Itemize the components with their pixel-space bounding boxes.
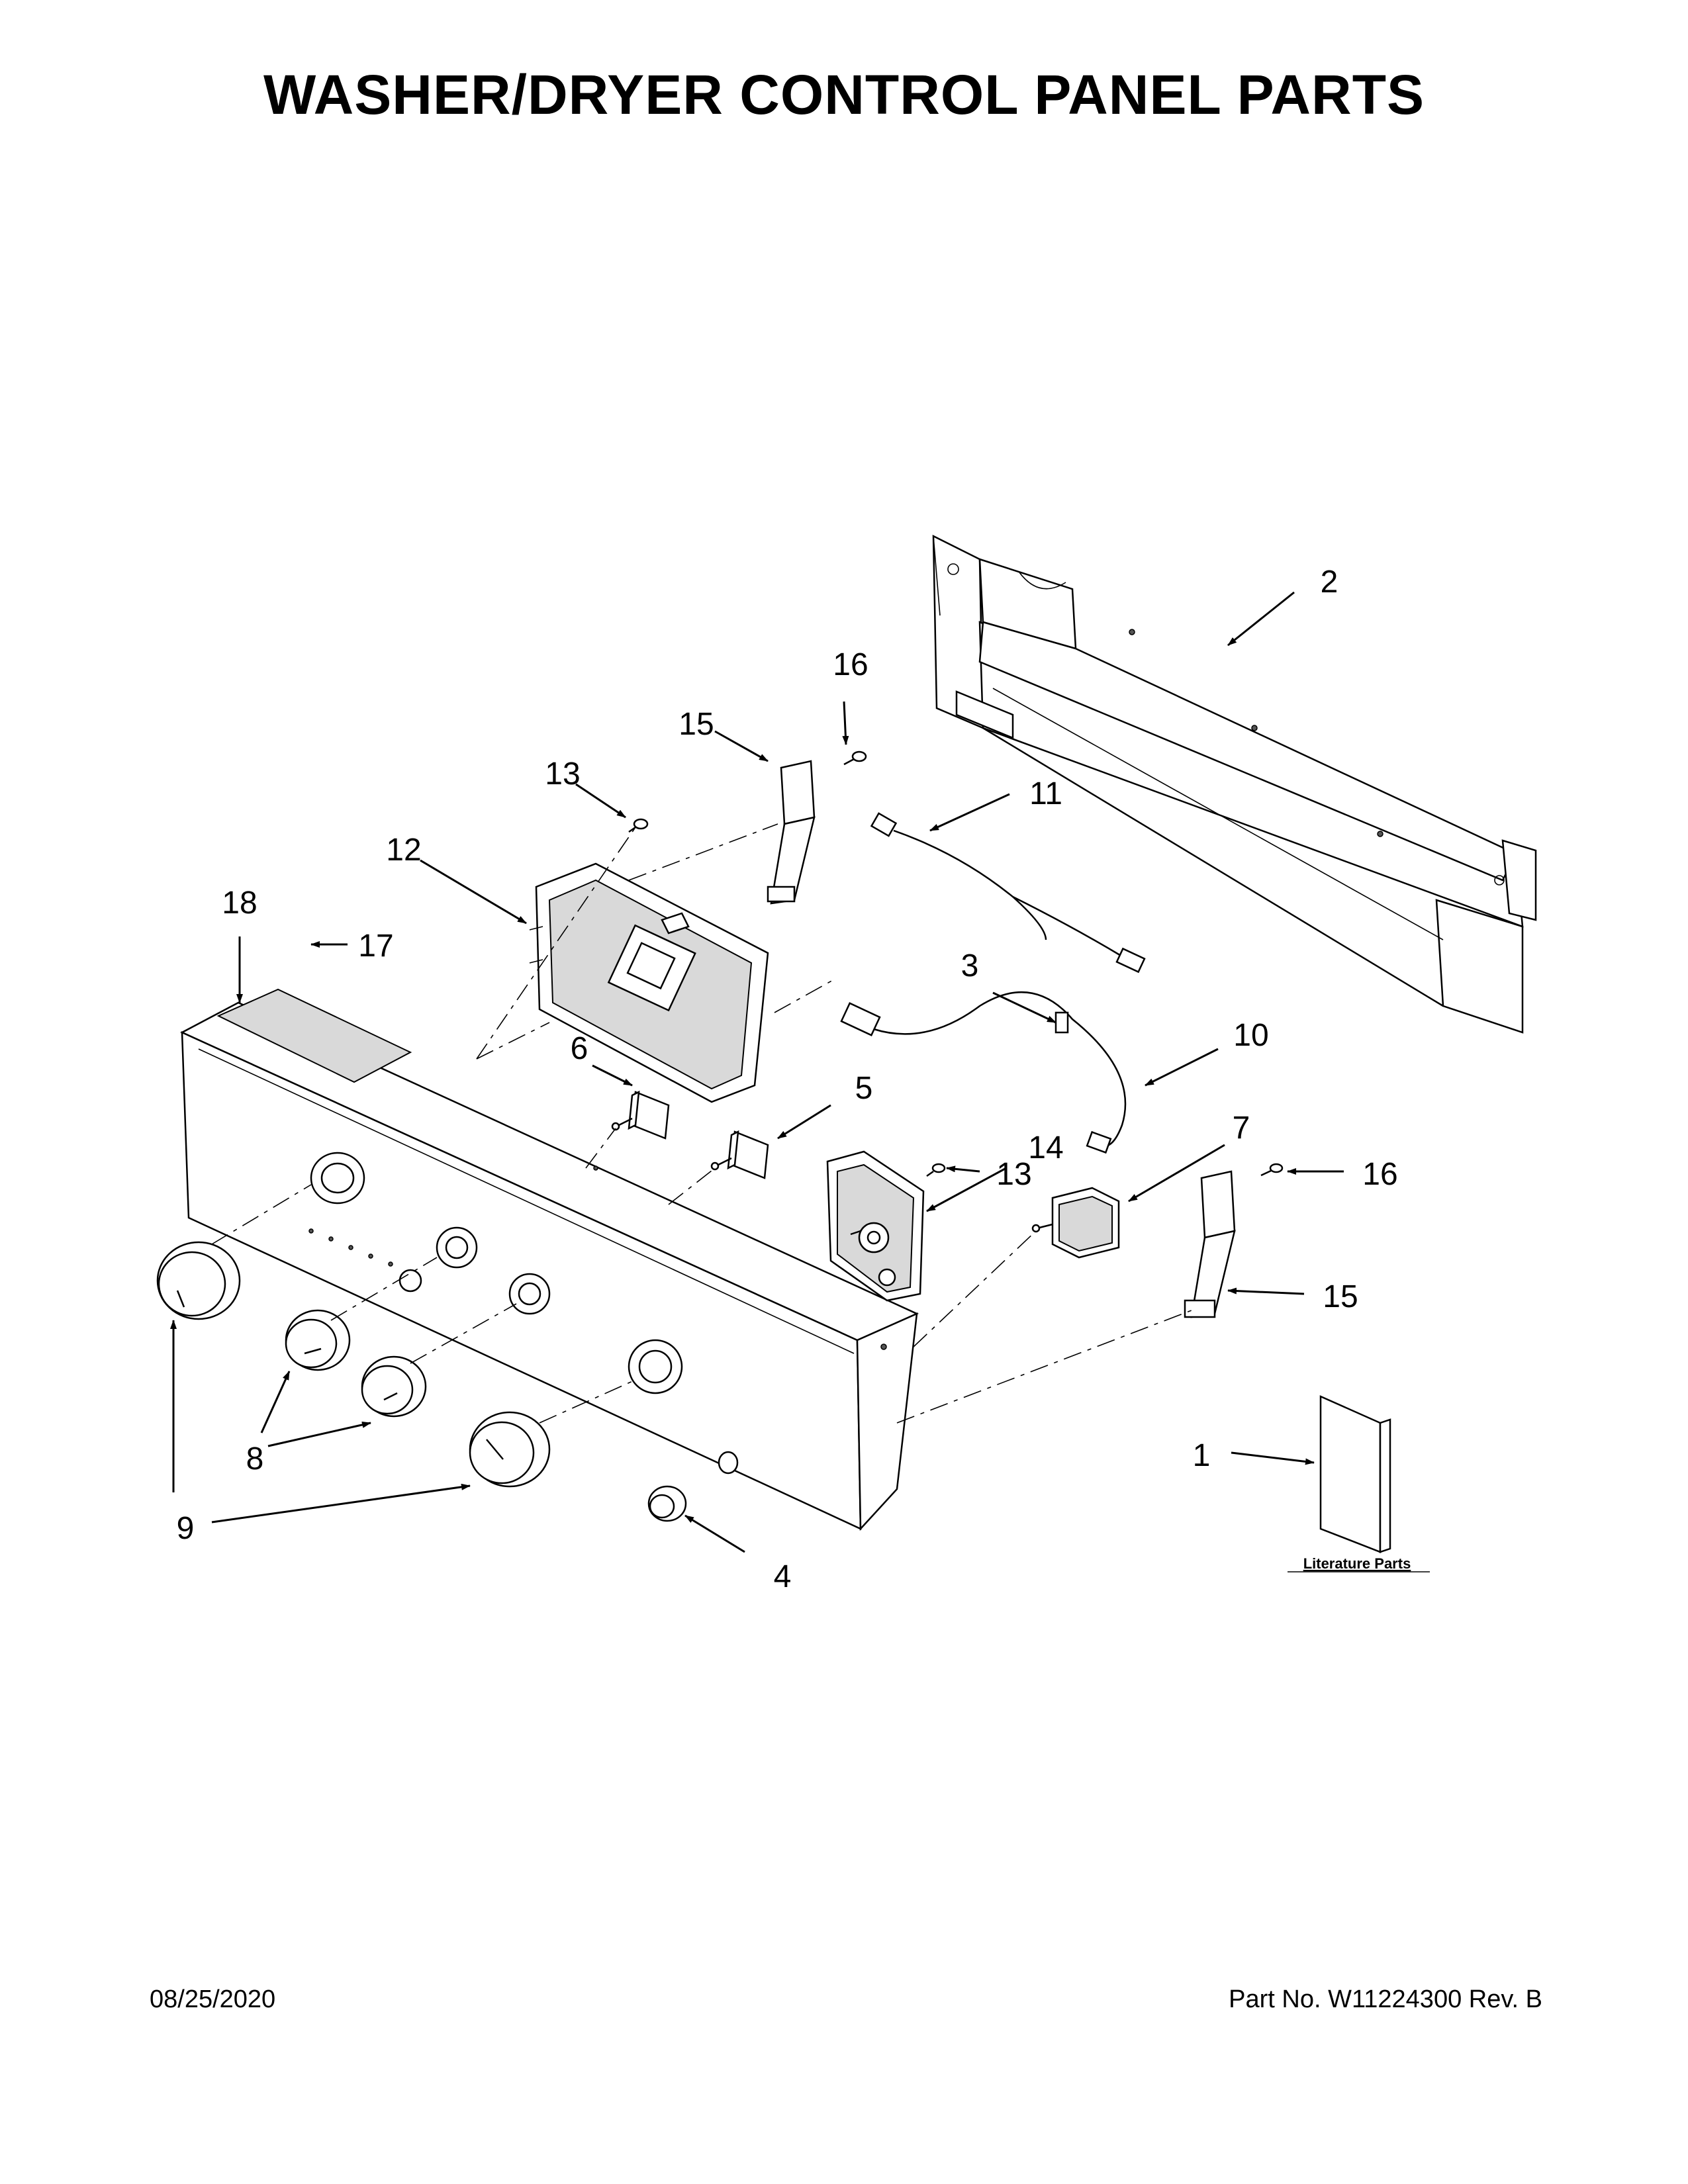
callout-10: 10	[1233, 1018, 1268, 1053]
callout-labels: 2 16 15 11 13 12 18 17 3 10 6 5 13 14 7 …	[177, 565, 1398, 1594]
callout-17: 17	[358, 929, 393, 964]
part-16-screw-lower	[1260, 1163, 1284, 1177]
part-2-rear-bracket	[932, 534, 1537, 1034]
part-15-bracket-lower	[1184, 1170, 1236, 1318]
page-title: WASHER/DRYER CONTROL PANEL PARTS	[263, 64, 1425, 126]
callout-13-upper: 13	[545, 756, 580, 792]
part-3-10-wire-assembly	[840, 991, 1127, 1154]
callout-7: 7	[1233, 1111, 1250, 1146]
callout-2: 2	[1321, 565, 1338, 600]
part-1-literature	[1319, 1395, 1391, 1553]
part-8-knob-upper	[285, 1309, 351, 1371]
part-8-knob-lower	[361, 1355, 427, 1418]
callout-9: 9	[177, 1511, 195, 1546]
callout-12: 12	[386, 833, 421, 868]
callout-3: 3	[961, 948, 979, 983]
callout-18: 18	[222, 886, 257, 921]
callout-5: 5	[855, 1071, 873, 1106]
callout-8: 8	[246, 1441, 264, 1477]
part-14-timer	[826, 1150, 925, 1302]
part-9-knob-right	[469, 1411, 551, 1488]
part-4-grommet	[647, 1485, 687, 1522]
assembly-lines	[211, 823, 1192, 1424]
part-6-switch	[611, 1090, 670, 1140]
part-7-switch	[1031, 1187, 1120, 1259]
part-12-control-board	[529, 862, 769, 1103]
part-13-screw-upper	[628, 818, 649, 833]
part-16-screw-upper	[843, 751, 867, 766]
part-11-wire-harness	[870, 812, 1146, 974]
callout-16-upper: 16	[833, 647, 868, 682]
callout-16-lower: 16	[1362, 1157, 1397, 1192]
callout-6: 6	[571, 1031, 588, 1066]
part-13-screw-lower	[926, 1163, 946, 1177]
callout-4: 4	[774, 1559, 792, 1594]
callout-arrows	[170, 591, 1344, 1553]
footer-part-number: Part No. W11224300 Rev. B	[1229, 1985, 1542, 2013]
part-18-console	[180, 988, 919, 1531]
callout-13-lower: 13	[996, 1157, 1031, 1192]
callout-15-lower: 15	[1323, 1279, 1358, 1314]
part-5-switch	[710, 1130, 769, 1179]
part-15-bracket-upper	[767, 760, 816, 905]
footer-date: 08/25/2020	[150, 1985, 276, 2013]
part-9-knob-left	[156, 1241, 241, 1320]
callout-14: 14	[1028, 1130, 1063, 1165]
callout-11: 11	[1029, 776, 1062, 811]
callout-15-upper: 15	[679, 707, 714, 742]
callout-1: 1	[1193, 1438, 1211, 1473]
literature-parts-label: Literature Parts	[1303, 1555, 1411, 1572]
